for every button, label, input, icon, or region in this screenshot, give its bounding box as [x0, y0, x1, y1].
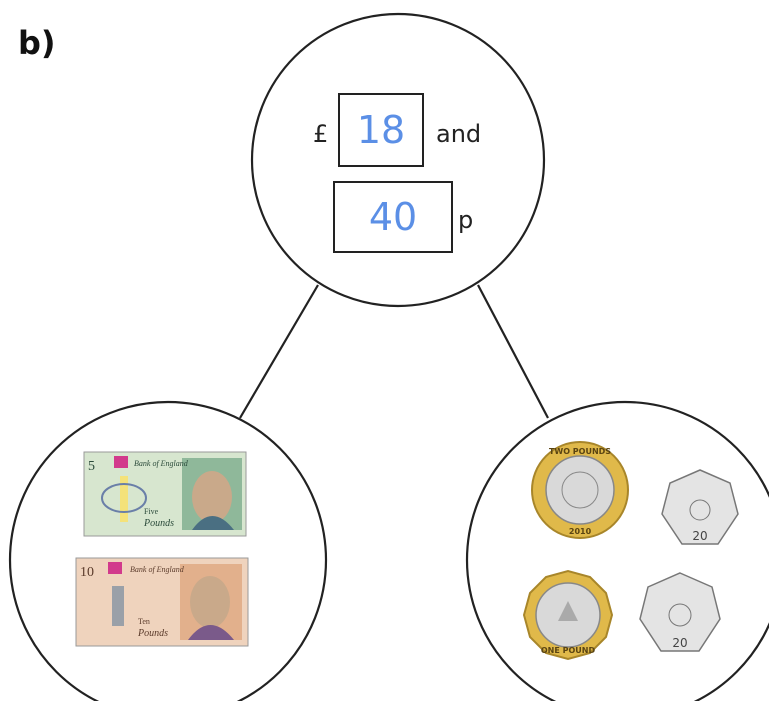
pence-answer-box[interactable]: 40 — [333, 181, 453, 253]
twenty-pence-coin-b: 20 — [639, 572, 721, 652]
connector-right — [477, 284, 549, 419]
two-pound-coin: TWO POUNDS 2010 — [531, 441, 629, 539]
five-pound-note: 5 Bank of England Five Pounds — [83, 451, 247, 537]
part-circle-left — [8, 400, 328, 701]
five-note-number: 5 — [88, 459, 95, 474]
ten-pound-note: 10 Bank of England Ten Pounds — [75, 557, 249, 647]
five-note-word2: Pounds — [143, 518, 174, 529]
five-note-word1: Five — [144, 507, 159, 516]
ten-note-bank: Bank of England — [130, 565, 185, 574]
ten-note-word2: Pounds — [137, 628, 168, 639]
ten-note-word1: Ten — [138, 617, 150, 626]
pounds-answer: 18 — [356, 108, 406, 152]
connector-left — [239, 284, 319, 419]
two-pound-top-text: TWO POUNDS — [549, 447, 611, 456]
pound-symbol: £ — [313, 120, 329, 148]
whole-circle — [250, 12, 546, 308]
pence-answer: 40 — [368, 195, 418, 239]
one-pound-coin: ONE POUND — [522, 569, 614, 661]
pounds-answer-box[interactable]: 18 — [338, 93, 424, 167]
five-note-bank: Bank of England — [134, 459, 189, 468]
one-pound-text: ONE POUND — [541, 646, 596, 655]
twenty-pence-a-value: 20 — [692, 529, 707, 543]
and-text: and — [436, 120, 482, 148]
question-label: b) — [18, 24, 56, 62]
twenty-pence-coin-a: 20 — [661, 469, 739, 545]
twenty-pence-b-value: 20 — [672, 636, 687, 650]
ten-note-number: 10 — [80, 565, 94, 580]
part-circle-right — [465, 400, 769, 701]
pence-symbol: p — [458, 206, 474, 234]
two-pound-year: 2010 — [569, 527, 592, 536]
